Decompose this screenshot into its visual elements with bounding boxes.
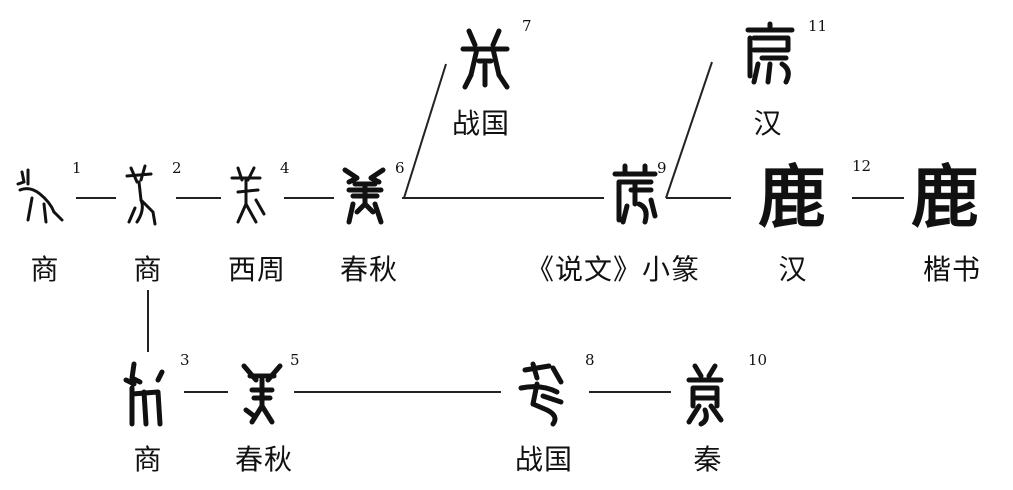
period-label: 西周: [227, 253, 287, 286]
connector-line: [403, 63, 447, 199]
form-number: 3: [180, 351, 190, 369]
glyph-stroke: [141, 369, 165, 427]
glyph-stroke: [690, 385, 720, 409]
glyph-stroke: [16, 168, 30, 186]
glyph-stroke: [346, 201, 384, 225]
period-label: 商: [133, 443, 163, 476]
glyph-stroke: [686, 363, 724, 383]
period-label: 汉: [778, 253, 808, 286]
character-form-n7: [455, 25, 515, 95]
glyph-stroke: [230, 166, 262, 182]
form-number: 1: [72, 159, 82, 177]
period-label: 商: [30, 253, 60, 286]
period-label: 战国: [451, 107, 511, 140]
glyph-stroke: [468, 46, 502, 78]
form-number: 8: [585, 351, 595, 369]
period-label: 商: [133, 253, 163, 286]
period-label: 春秋: [339, 253, 399, 286]
character-glyph-text: 鹿: [757, 158, 827, 238]
character-form-n5: [232, 360, 292, 430]
glyph-stroke: [249, 377, 275, 409]
glyph-stroke: [346, 181, 384, 207]
glyph-stroke: [612, 163, 658, 177]
form-number: 10: [748, 351, 768, 369]
glyph-stroke: [243, 403, 275, 425]
glyph-stroke: [462, 62, 510, 90]
character-form-n11: [740, 20, 800, 90]
glyph-stroke: [236, 198, 266, 224]
form-number: 2: [172, 159, 182, 177]
glyph-stroke: [745, 21, 795, 33]
form-number: 6: [395, 159, 405, 177]
period-label: 春秋: [234, 443, 294, 476]
period-label: 《说文》小篆: [525, 253, 701, 286]
character-form-n12: 鹿: [758, 163, 826, 233]
period-label: 汉: [753, 107, 783, 140]
glyph-stroke: [26, 196, 64, 224]
form-number: 4: [280, 159, 290, 177]
glyph-stroke: [747, 35, 791, 79]
form-number: 12: [852, 157, 872, 175]
character-form-n10: [675, 360, 735, 430]
glyph-stroke: [751, 61, 791, 85]
form-number: 7: [522, 17, 532, 35]
connector-line: [665, 61, 713, 199]
character-form-n13: 鹿: [911, 163, 979, 233]
glyph-stroke: [620, 197, 658, 225]
period-label: 楷书: [922, 253, 982, 286]
character-form-n9: [605, 160, 665, 230]
glyph-stroke: [127, 198, 157, 226]
period-label: 战国: [514, 443, 574, 476]
glyph-stroke: [18, 187, 56, 214]
character-form-n8: [513, 358, 573, 428]
form-number: 9: [657, 159, 667, 177]
glyph-stroke: [460, 28, 510, 52]
form-number: 5: [290, 351, 300, 369]
form-number: 11: [808, 17, 828, 35]
glyph-stroke: [518, 381, 560, 407]
period-label: 秦: [693, 443, 723, 476]
glyph-stroke: [522, 361, 564, 385]
character-glyph-text: 鹿: [910, 158, 980, 238]
glyph-stroke: [241, 363, 283, 383]
glyph-stroke: [125, 164, 153, 184]
character-form-n2: [115, 160, 175, 230]
character-form-n4: [220, 160, 280, 230]
glyph-stroke: [123, 361, 143, 387]
character-form-n6: [335, 160, 395, 230]
glyph-stroke: [236, 178, 260, 206]
glyph-stroke: [530, 393, 564, 427]
glyph-stroke: [616, 179, 654, 223]
glyph-stroke: [686, 403, 724, 427]
character-form-n1: [10, 160, 70, 230]
character-form-n3: [118, 360, 178, 430]
